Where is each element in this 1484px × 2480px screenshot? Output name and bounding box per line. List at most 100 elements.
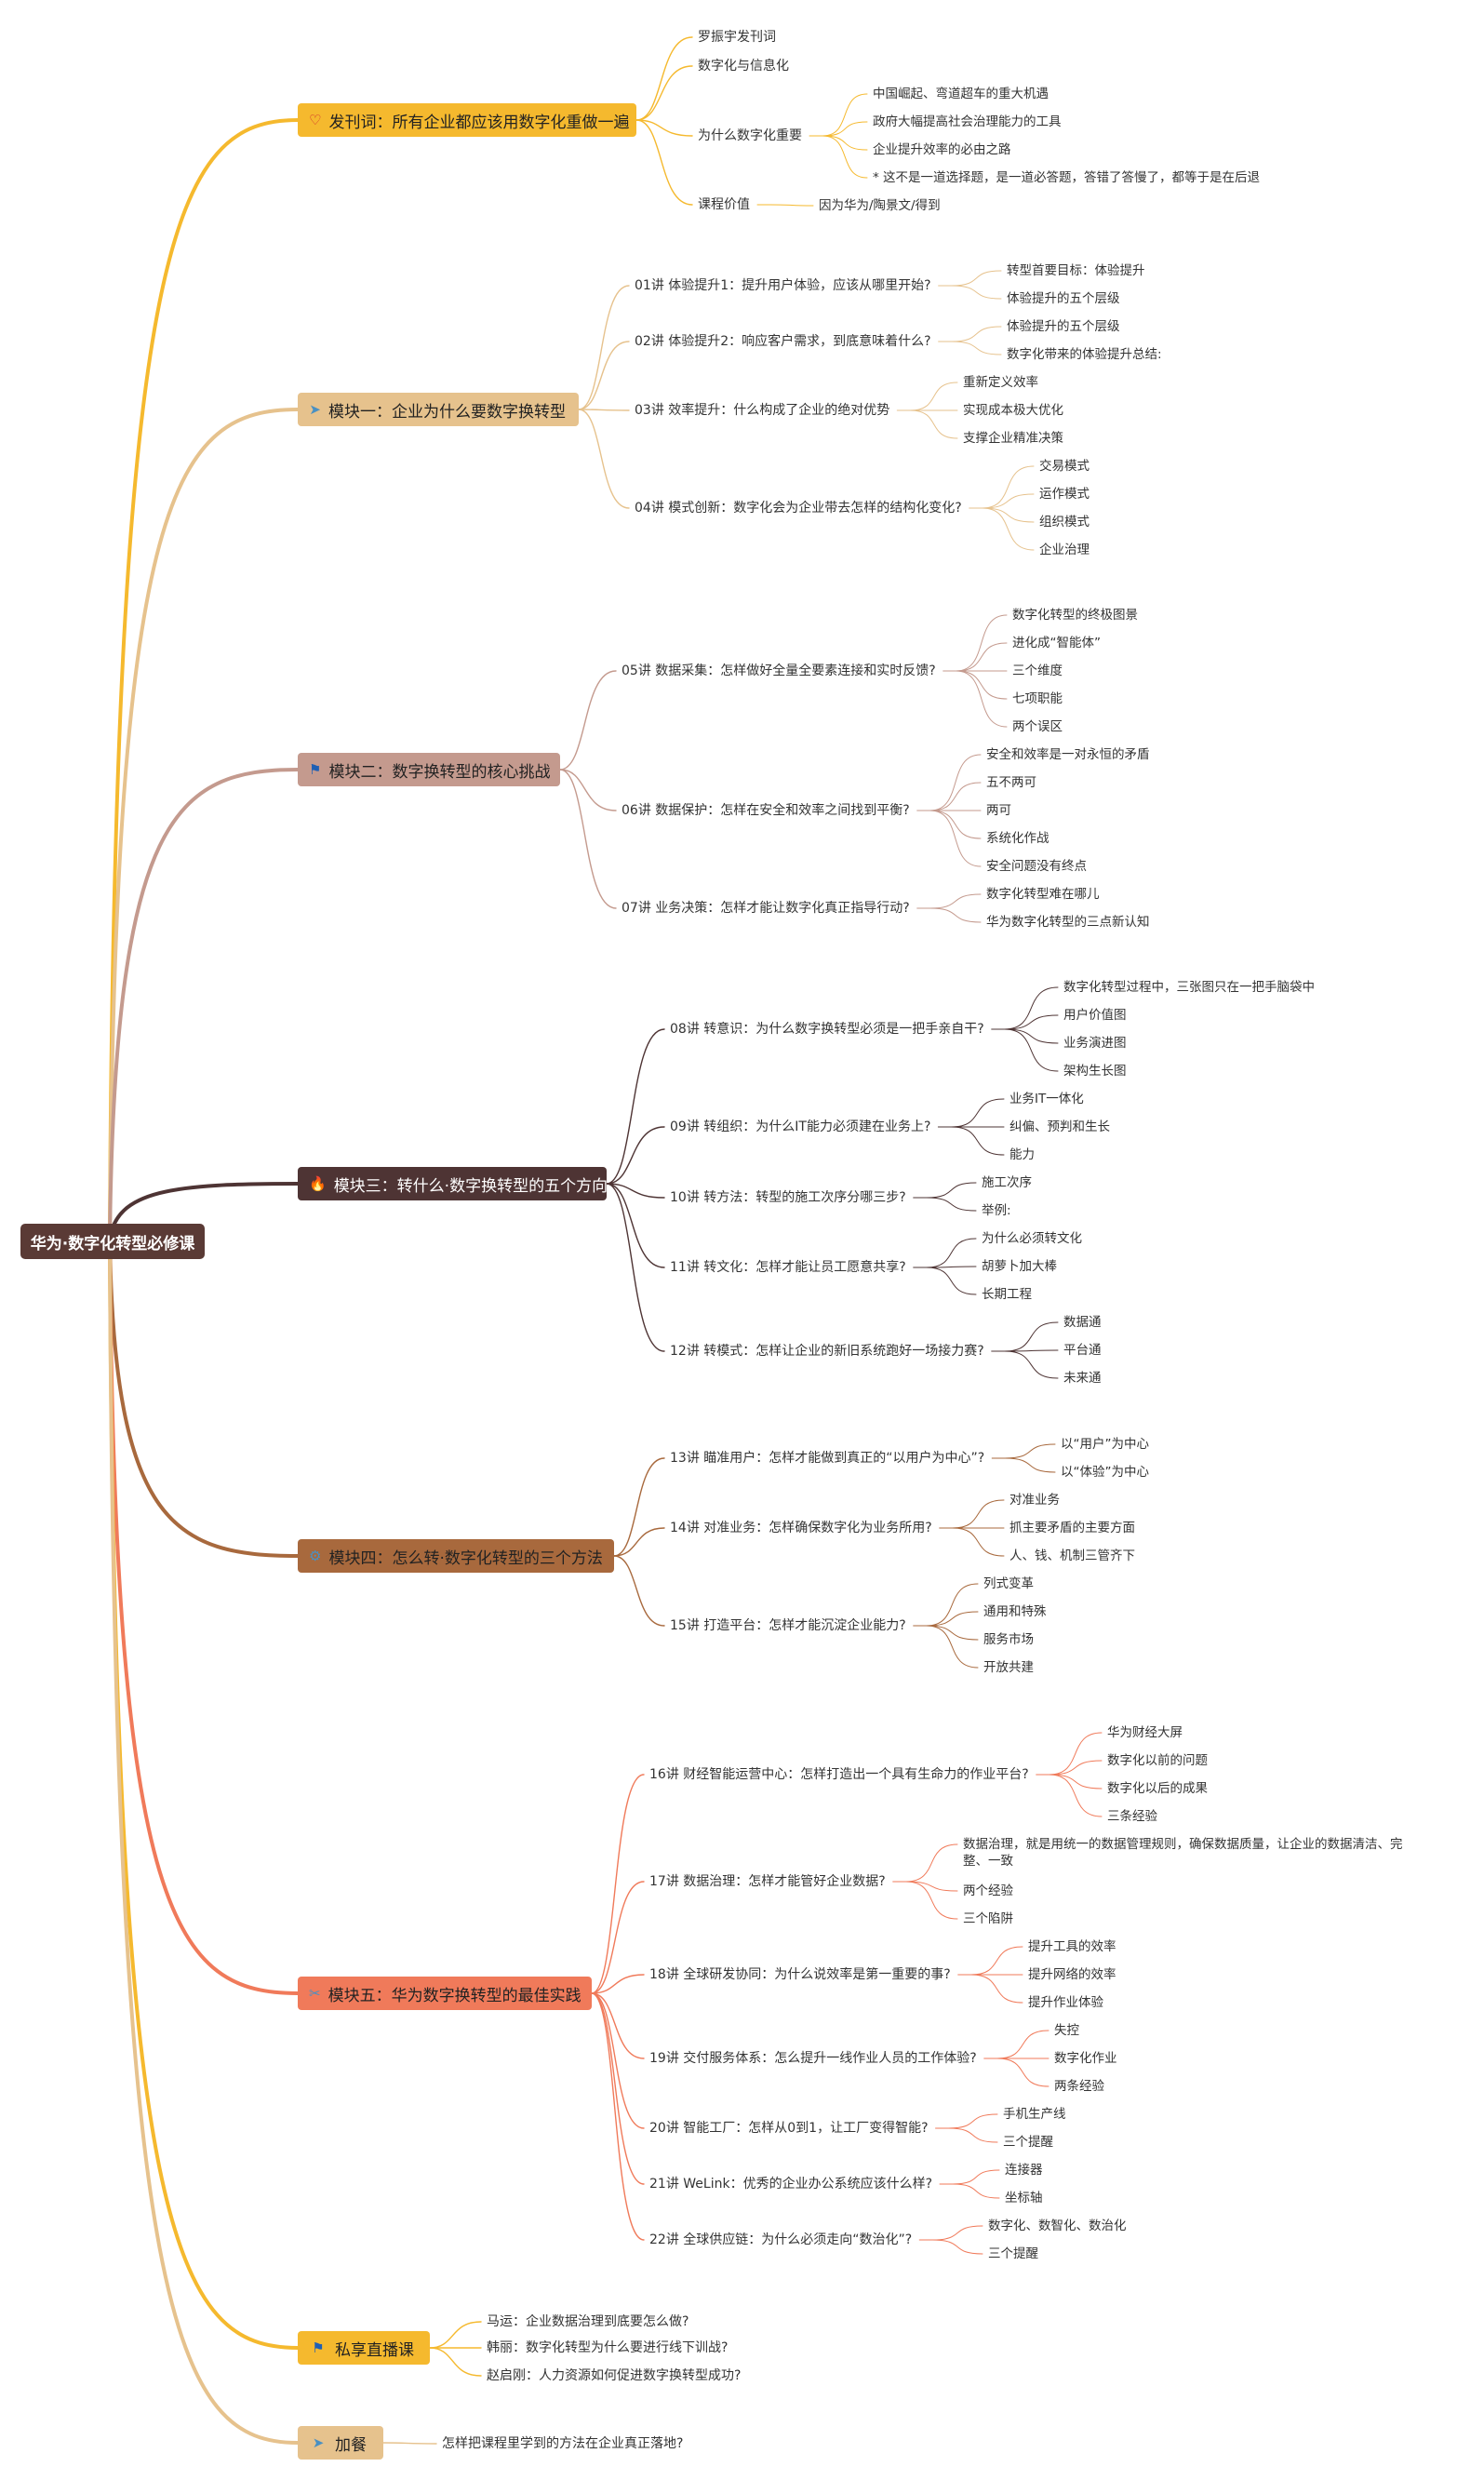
subtopic[interactable]: 16讲 财经智能运营中心：怎样打造出一个具有生命力的作业平台? [649,1767,1029,1782]
subtopic[interactable]: 数字化与信息化 [698,59,789,74]
subtopic[interactable]: 18讲 全球研发协同：为什么说效率是第一重要的事? [649,1967,951,1982]
leaf-topic[interactable]: 系统化作战 [986,831,1049,846]
leaf-topic[interactable]: 未来通 [1063,1371,1102,1386]
branch-topic[interactable]: ⚑私享直播课 [298,2331,430,2365]
leaf-topic[interactable]: 以“用户”为中心 [1061,1437,1149,1452]
subtopic[interactable]: 20讲 智能工厂：怎样从0到1，让工厂变得智能? [649,2121,929,2136]
subtopic[interactable]: 01讲 体验提升1：提升用户体验，应该从哪里开始? [635,278,931,293]
leaf-topic[interactable]: * 这不是一道选择题，是一道必答题，答错了答慢了，都等于是在后退 [873,170,1261,185]
leaf-topic[interactable]: 企业治理 [1039,543,1090,557]
subtopic[interactable]: 08讲 转意识：为什么数字换转型必须是一把手亲自干? [670,1022,984,1037]
leaf-topic[interactable]: 企业提升效率的必由之路 [873,142,1011,157]
leaf-topic[interactable]: 两条经验 [1054,2079,1104,2094]
leaf-topic[interactable]: 业务演进图 [1063,1036,1127,1051]
subtopic[interactable]: 03讲 效率提升：什么构成了企业的绝对优势 [635,403,890,418]
leaf-topic[interactable]: 通用和特殊 [983,1604,1047,1619]
leaf-topic[interactable]: 体验提升的五个层级 [1007,291,1120,306]
leaf-topic[interactable]: 数字化转型过程中，三张图只在一把手脑袋中 [1063,980,1315,995]
leaf-topic[interactable]: 服务市场 [983,1632,1034,1647]
leaf-topic[interactable]: 两可 [986,803,1011,818]
subtopic[interactable]: 13讲 瞄准用户：怎样才能做到真正的“以用户为中心”? [670,1451,985,1466]
leaf-topic[interactable]: 安全问题没有终点 [986,859,1087,874]
leaf-topic[interactable]: 支撑企业精准决策 [963,431,1063,446]
leaf-topic[interactable]: 重新定义效率 [963,375,1038,390]
leaf-topic[interactable]: 中国崛起、弯道超车的重大机遇 [873,87,1049,101]
leaf-topic[interactable]: 数字化转型的终极图景 [1012,608,1138,623]
leaf-topic[interactable]: 能力 [1009,1147,1035,1162]
leaf-topic[interactable]: 为什么必须转文化 [982,1231,1082,1246]
subtopic[interactable]: 17讲 数据治理：怎样才能管好企业数据? [649,1874,886,1889]
leaf-topic[interactable]: 体验提升的五个层级 [1007,319,1120,334]
branch-topic[interactable]: ➤模块一：企业为什么要数字换转型 [298,393,579,426]
leaf-topic[interactable]: 人、钱、机制三管齐下 [1009,1548,1135,1563]
leaf-topic[interactable]: 运作模式 [1039,487,1090,502]
root-topic[interactable]: 华为·数字化转型必修课 [20,1224,205,1259]
branch-topic[interactable]: ⚙模块四：怎么转·数字化转型的三个方法 [298,1539,614,1573]
leaf-topic[interactable]: 两个经验 [963,1883,1013,1898]
branch-topic[interactable]: ♡发刊词：所有企业都应该用数字化重做一遍 [298,103,636,137]
leaf-topic[interactable]: 数据通 [1063,1315,1102,1330]
leaf-topic[interactable]: 业务IT一体化 [1009,1092,1084,1106]
leaf-topic[interactable]: 失控 [1054,2023,1079,2038]
leaf-topic[interactable]: 长期工程 [982,1287,1032,1302]
leaf-topic[interactable]: 对准业务 [1009,1493,1060,1508]
subtopic[interactable]: 课程价值 [698,197,750,212]
subtopic[interactable]: 怎样把课程里学到的方法在企业真正落地? [442,2436,684,2451]
subtopic[interactable]: 罗振宇发刊词 [698,30,776,45]
branch-topic[interactable]: ✂模块五：华为数字换转型的最佳实践 [298,1977,592,2010]
leaf-topic[interactable]: 架构生长图 [1063,1064,1127,1079]
subtopic[interactable]: 马运：企业数据治理到底要怎么做? [487,2314,689,2329]
leaf-topic[interactable]: 列式变革 [983,1576,1034,1591]
leaf-topic[interactable]: 用户价值图 [1063,1008,1127,1023]
leaf-topic[interactable]: 交易模式 [1039,459,1090,474]
leaf-topic[interactable]: 三条经验 [1107,1809,1157,1824]
leaf-topic[interactable]: 手机生产线 [1003,2107,1066,2122]
leaf-topic[interactable]: 安全和效率是一对永恒的矛盾 [986,747,1150,762]
leaf-topic[interactable]: 五不两可 [986,775,1036,790]
leaf-topic[interactable]: 两个误区 [1012,719,1063,734]
subtopic[interactable]: 为什么数字化重要 [698,128,802,143]
leaf-topic[interactable]: 提升工具的效率 [1028,1939,1116,1954]
leaf-topic[interactable]: 政府大幅提高社会治理能力的工具 [873,114,1062,129]
leaf-topic[interactable]: 华为数字化转型的三点新认知 [986,915,1150,930]
leaf-topic[interactable]: 提升作业体验 [1028,1995,1103,2010]
leaf-topic[interactable]: 三个提醒 [1003,2135,1053,2150]
leaf-topic[interactable]: 纠偏、预判和生长 [1009,1119,1110,1134]
subtopic[interactable]: 11讲 转文化：怎样才能让员工愿意共享? [670,1260,906,1275]
leaf-topic[interactable]: 三个维度 [1012,664,1063,678]
leaf-topic[interactable]: 坐标轴 [1005,2191,1043,2205]
leaf-topic[interactable]: 三个提醒 [988,2246,1038,2261]
leaf-topic[interactable]: 实现成本极大优化 [963,403,1063,418]
subtopic[interactable]: 05讲 数据采集：怎样做好全量全要素连接和实时反馈? [622,664,936,678]
subtopic[interactable]: 22讲 全球供应链：为什么必须走向“数治化”? [649,2232,913,2247]
subtopic[interactable]: 15讲 打造平台：怎样才能沉淀企业能力? [670,1618,906,1633]
subtopic[interactable]: 10讲 转方法：转型的施工次序分哪三步? [670,1190,906,1205]
subtopic[interactable]: 06讲 数据保护：怎样在安全和效率之间找到平衡? [622,803,910,818]
subtopic[interactable]: 02讲 体验提升2：响应客户需求，到底意味着什么? [635,334,931,349]
leaf-topic[interactable]: 连接器 [1005,2163,1043,2178]
subtopic[interactable]: 12讲 转模式：怎样让企业的新旧系统跑好一场接力赛? [670,1344,984,1359]
leaf-topic[interactable]: 数据治理，就是用统一的数据管理规则，确保数据质量，让企业的数据清洁、完整、一致 [963,1837,1403,1869]
leaf-topic[interactable]: 华为财经大屏 [1107,1725,1183,1740]
leaf-topic[interactable]: 施工次序 [982,1175,1032,1190]
leaf-topic[interactable]: 组织模式 [1039,515,1090,530]
leaf-topic[interactable]: 抓主要矛盾的主要方面 [1009,1521,1135,1535]
branch-topic[interactable]: 🔥模块三：转什么·数字换转型的五个方向 [298,1167,608,1200]
subtopic[interactable]: 04讲 模式创新：数字化会为企业带去怎样的结构化变化? [635,501,962,516]
branch-topic[interactable]: ⚑模块二：数字换转型的核心挑战 [298,753,560,786]
leaf-topic[interactable]: 数字化作业 [1054,2051,1117,2066]
leaf-topic[interactable]: 转型首要目标：体验提升 [1007,263,1145,278]
leaf-topic[interactable]: 开放共建 [983,1660,1034,1675]
leaf-topic[interactable]: 进化成“智能体” [1012,636,1101,650]
subtopic[interactable]: 19讲 交付服务体系：怎么提升一线作业人员的工作体验? [649,2051,977,2066]
subtopic[interactable]: 09讲 转组织：为什么IT能力必须建在业务上? [670,1119,931,1134]
subtopic[interactable]: 21讲 WeLink：优秀的企业办公系统应该什么样? [649,2177,932,2192]
leaf-topic[interactable]: 三个陷阱 [963,1911,1013,1926]
leaf-topic[interactable]: 胡萝卜加大棒 [982,1259,1057,1274]
subtopic[interactable]: 14讲 对准业务：怎样确保数字化为业务所用? [670,1521,932,1535]
leaf-topic[interactable]: 提升网络的效率 [1028,1967,1116,1982]
branch-topic[interactable]: ➤加餐 [298,2426,383,2460]
leaf-topic[interactable]: 数字化以前的问题 [1107,1753,1208,1768]
subtopic[interactable]: 韩丽：数字化转型为什么要进行线下训战? [487,2340,729,2355]
leaf-topic[interactable]: 以“体验”为中心 [1061,1465,1149,1480]
